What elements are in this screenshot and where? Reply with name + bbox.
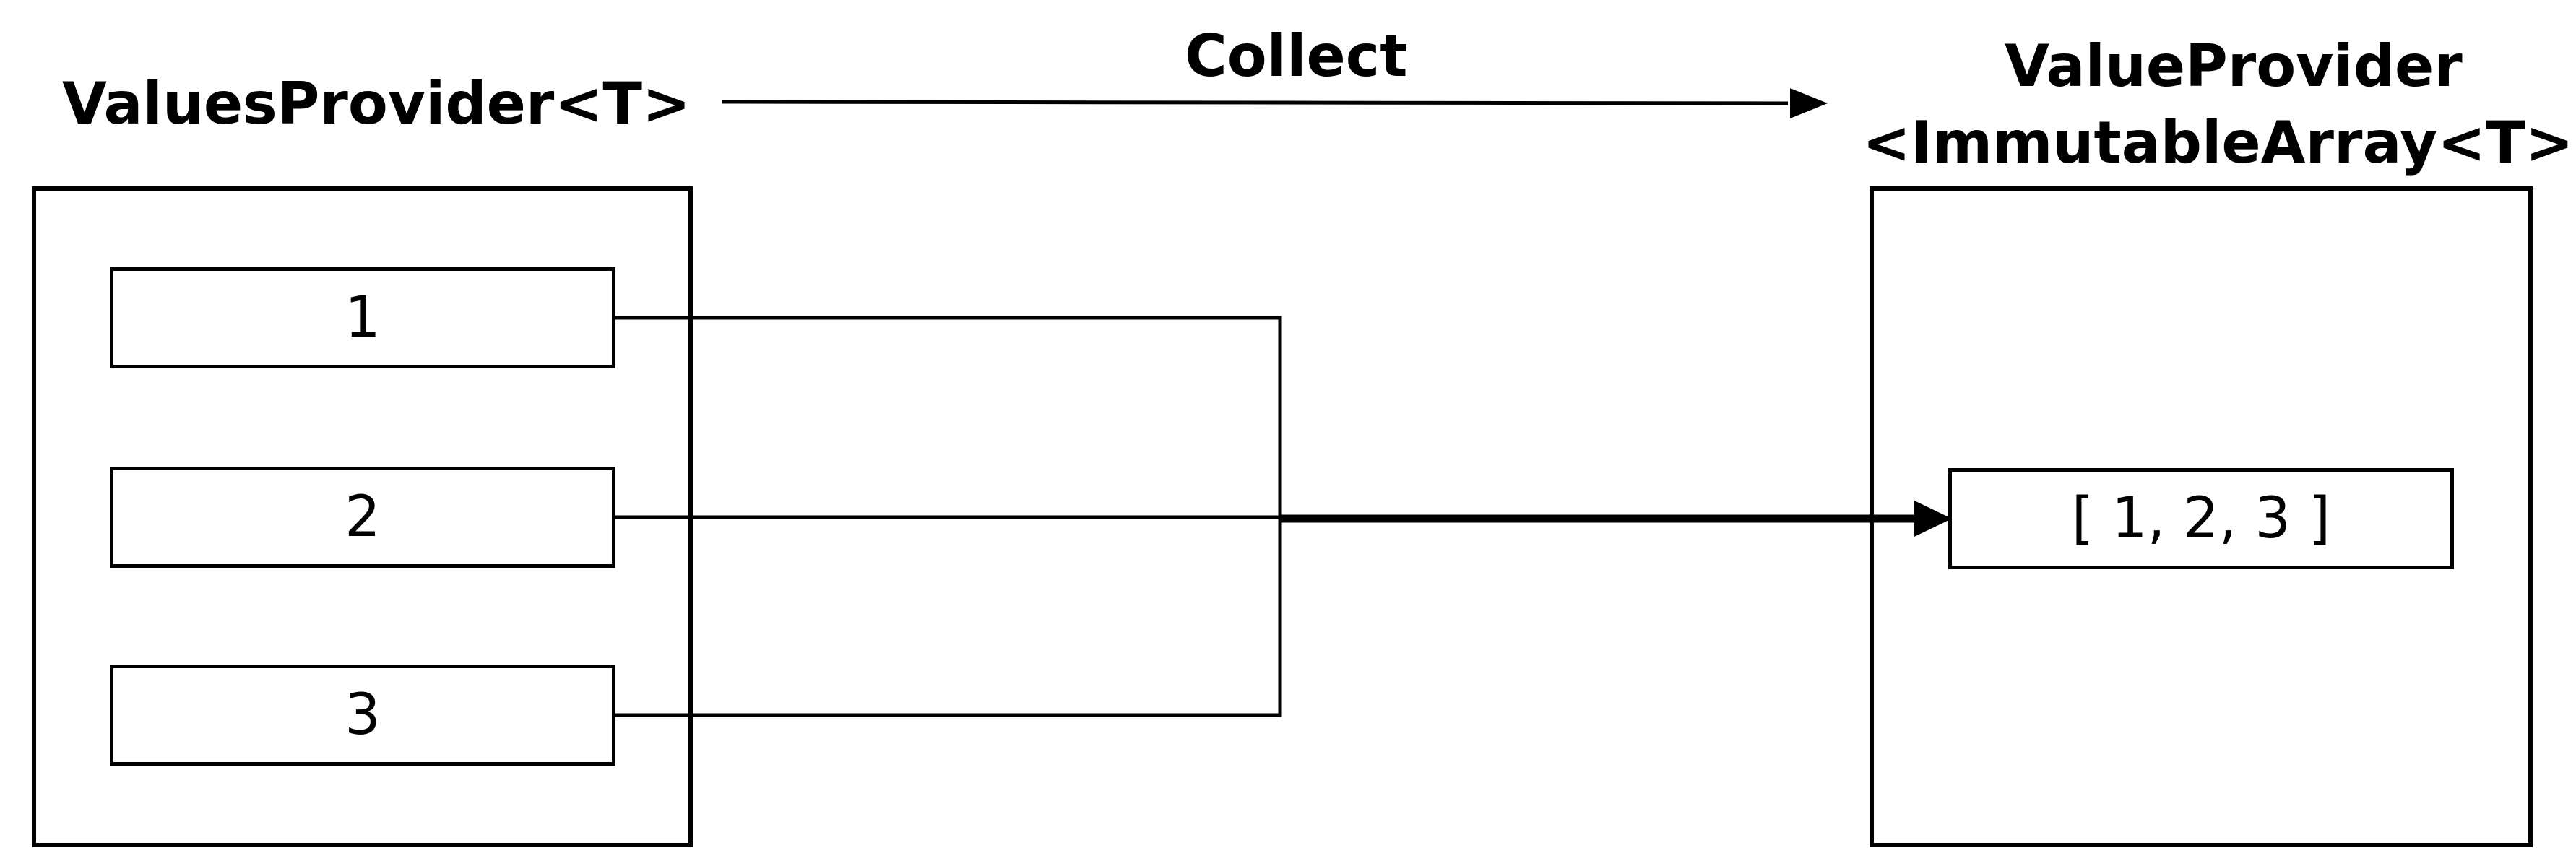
- source-item-1: 1: [110, 267, 615, 368]
- source-provider-box: [32, 186, 693, 847]
- collect-arrowhead: [1790, 88, 1828, 118]
- target-provider-box: [1870, 186, 2533, 847]
- result-arrowhead: [1914, 501, 1952, 537]
- source-item-3: 3: [110, 665, 615, 766]
- operation-label: Collect: [1185, 22, 1408, 90]
- source-item-2: 2: [110, 467, 615, 568]
- target-title-line-2: <ImmutableArray<T>>: [1862, 109, 2576, 176]
- collect-arrow-line: [722, 100, 1789, 105]
- target-title-line-1: ValueProvider: [2005, 33, 2463, 100]
- target-result-value: [ 1, 2, 3 ]: [1948, 468, 2454, 569]
- source-title: ValuesProvider<T>: [62, 70, 691, 137]
